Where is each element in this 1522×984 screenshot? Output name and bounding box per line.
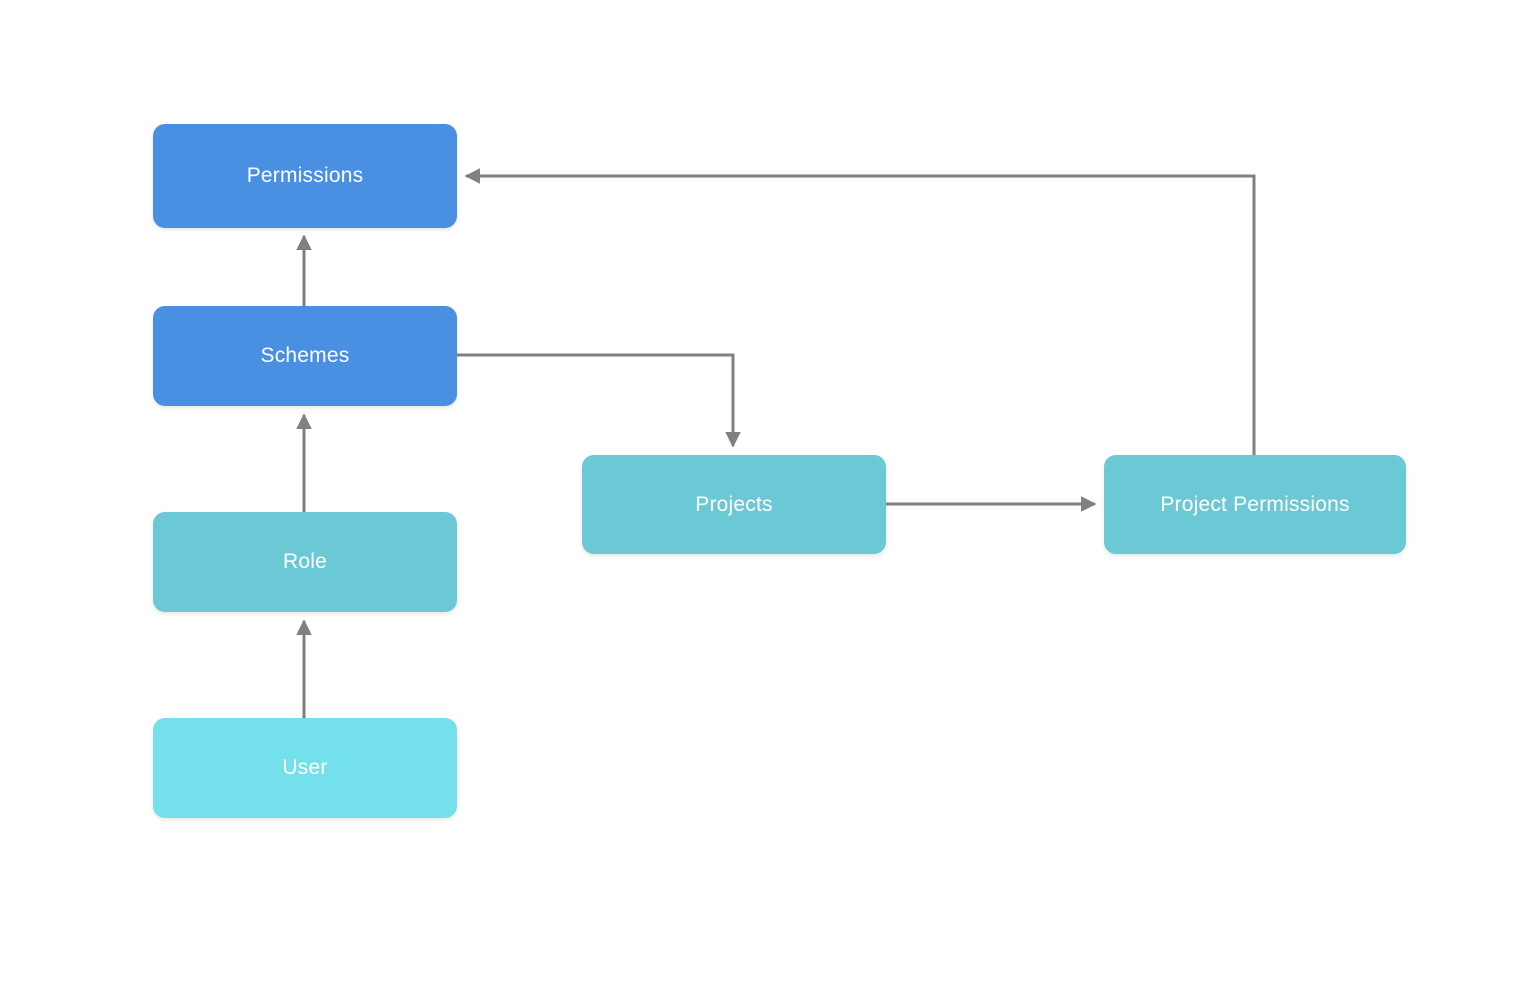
node-project-permissions[interactable]: Project Permissions xyxy=(1104,455,1406,554)
node-projects[interactable]: Projects xyxy=(582,455,886,554)
node-permissions-label: Permissions xyxy=(246,164,364,188)
node-user[interactable]: User xyxy=(153,718,457,818)
edge-schemes-to-projects xyxy=(457,353,741,448)
node-role[interactable]: Role xyxy=(153,512,457,612)
node-schemes[interactable]: Schemes xyxy=(153,306,457,406)
node-user-label: User xyxy=(282,756,328,780)
node-role-label: Role xyxy=(283,550,327,574)
node-projects-label: Projects xyxy=(695,492,773,516)
node-permissions[interactable]: Permissions xyxy=(153,124,457,228)
node-schemes-label: Schemes xyxy=(260,344,350,368)
edge-project-permissions-to-permissions xyxy=(464,168,1256,455)
node-project-permissions-label: Project Permissions xyxy=(1160,492,1350,516)
